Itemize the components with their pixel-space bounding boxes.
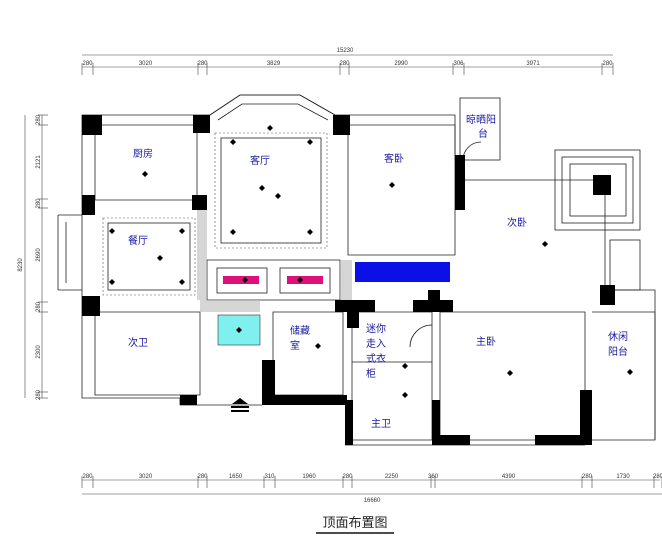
room-label-guest-bedroom: 客卧 [384,152,404,165]
room-label-second-bath: 次卫 [128,336,148,349]
bottom-dimension-label: 1650 [229,474,243,480]
downlight-icon [307,139,313,145]
downlight-icon [307,229,313,235]
living-ceiling-tray [214,132,328,249]
bottom-dimension-label: 360 [428,474,439,480]
left-dimension-label: 280 [36,301,42,312]
left-dimension-label: 280 [36,198,42,209]
top-dimension-label: 280 [197,61,208,67]
left-dimension-label: 280 [36,114,42,125]
downlight-icon [275,193,281,199]
downlight-icon [542,241,548,247]
top-dimension-label: 3829 [267,61,281,67]
ceiling-features [102,125,633,412]
downlight-icon [297,277,303,283]
room-label-drying-balcony: 晾晒阳 [466,113,496,126]
room-label-dining: 餐厅 [128,234,148,247]
top-dimension: 15230 280 3020 280 3829 280 2990 306 3971 280 [81,48,614,75]
downlight-icon [230,139,236,145]
downlight-icon [230,229,236,235]
downlight-icon [157,255,163,261]
downlight-icon [507,370,513,376]
room-label-leisure-balcony-2: 阳台 [608,345,628,358]
downlight-icon [267,125,273,131]
room-label-closet-2: 走入 [366,338,386,350]
downlight-icon [109,228,115,234]
downlight-icon [142,171,148,177]
top-dimension-label: 306 [453,61,464,67]
stairs-up-icon [231,398,249,412]
downlight-icon [179,228,185,234]
room-label-storage-2: 室 [290,339,300,352]
room-label-living: 客厅 [250,154,270,167]
room-label-storage: 储藏 [290,324,310,337]
bottom-dimension-label: 2250 [385,474,399,480]
pink-light-fixture [287,276,323,284]
drawing-title: 顶面布置图 [322,516,387,531]
room-label-leisure-balcony: 休闲 [608,330,628,343]
top-dimension-label: 280 [602,61,613,67]
left-total-label: 8230 [18,258,24,272]
bottom-dimension: 16660 280 3020 280 1650 310 1960 280 2250 360 439… [81,474,662,504]
left-dimension: 8230 280 2121 280 2690 280 2300 280 [18,114,48,400]
bottom-dimension-label: 280 [197,474,208,480]
downlight-icon [402,363,408,369]
room-label-kitchen: 厨房 [133,147,153,160]
room-label-master-bath: 主卫 [371,418,391,430]
blue-fixture [355,262,450,282]
room-label-second-bedroom: 次卧 [507,216,527,229]
downlight-icon [627,369,633,375]
downlight-icon [389,182,395,188]
bottom-dimension-label: 280 [653,474,662,480]
bottom-dimension-label: 1960 [302,474,316,480]
bottom-dimension-label: 280 [582,474,593,480]
downlight-icon [236,327,242,333]
bottom-total-label: 16660 [364,498,381,504]
downlight-icon [259,185,265,191]
downlight-icon [402,392,408,398]
room-label-drying-balcony-2: 台 [478,127,488,140]
bottom-dimension-label: 280 [342,474,353,480]
downlight-icon [109,279,115,285]
bottom-dimension-label: 3020 [139,474,153,480]
downlight-icon [242,277,248,283]
top-dimension-label: 280 [339,61,350,67]
left-dimension-label: 2690 [36,248,42,262]
room-label-master-bedroom: 主卧 [476,335,496,348]
room-label-closet-4: 柜 [366,367,376,380]
downlight-icon [315,343,321,349]
top-dimension-label: 3971 [526,61,540,67]
top-dimension-label: 280 [82,61,93,67]
dining-ceiling-tray [102,217,196,296]
left-dimension-label: 2121 [36,155,42,169]
bottom-dimension-label: 280 [82,474,93,480]
top-dimension-label: 3020 [139,61,153,67]
bottom-dimension-label: 310 [264,474,275,480]
bottom-dimension-label: 4390 [502,474,516,480]
room-label-closet-3: 式衣 [366,352,386,365]
walls [57,94,656,446]
pink-light-fixture [223,276,259,284]
top-total-label: 15230 [337,48,354,54]
room-label-closet: 迷你 [366,322,386,335]
drying-balcony-outline [459,97,501,161]
bottom-dimension-label: 1730 [616,474,630,480]
top-dimension-label: 2990 [394,61,408,67]
room-labels: 厨房 客厅 客卧 晾晒阳 台 次卧 餐厅 次卫 储藏 室 迷你 走入 式衣 柜 … [128,113,628,430]
left-dimension-label: 280 [36,389,42,400]
downlight-icon [179,279,185,285]
left-dimension-label: 2300 [36,345,42,359]
